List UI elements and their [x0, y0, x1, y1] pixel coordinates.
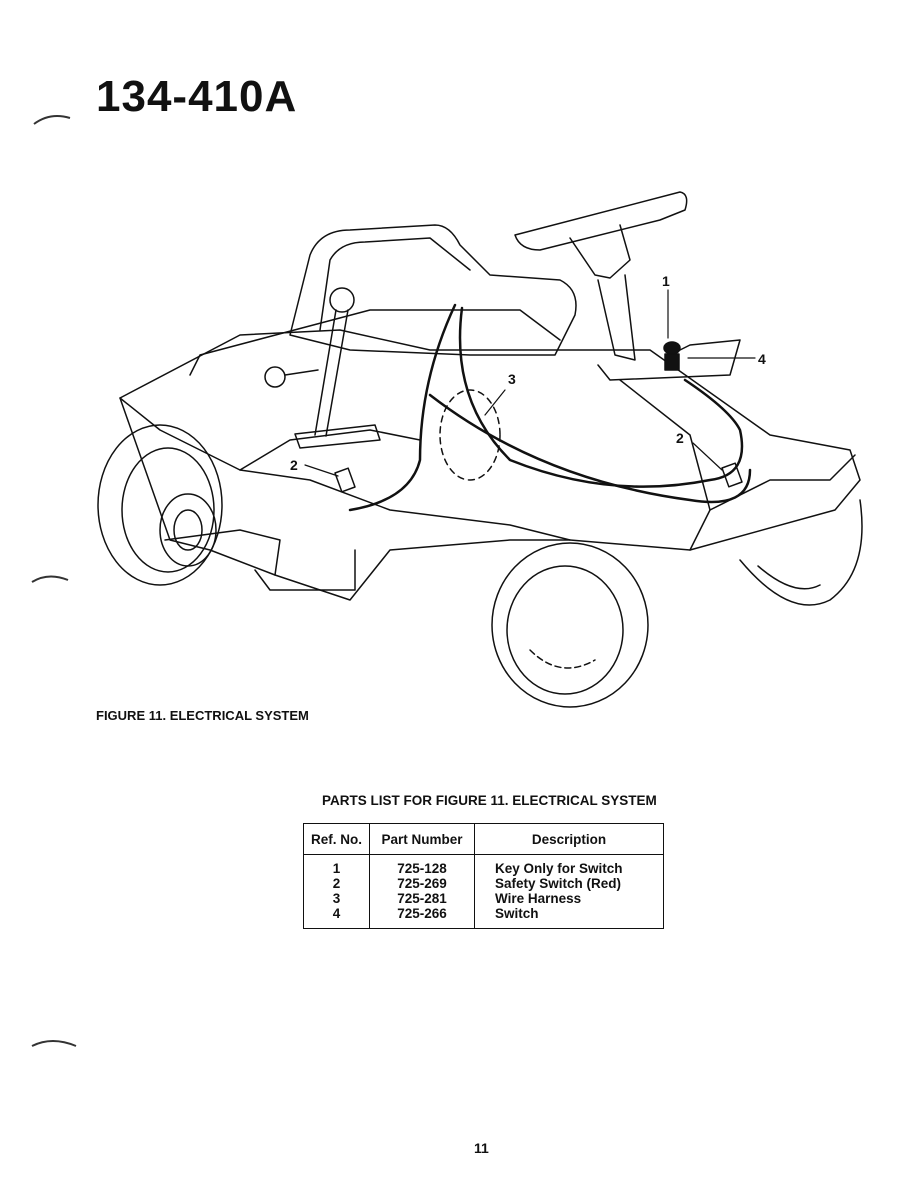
- part-number-cell: 725-266: [369, 906, 475, 929]
- rear-left-wheel: [97, 424, 223, 586]
- column-header-description: Description: [474, 823, 664, 855]
- harness-cutaway: [439, 389, 501, 481]
- description-cell: Key Only for Switch: [474, 854, 664, 876]
- binder-mark-middle: [31, 575, 69, 583]
- ref-cell: 3: [303, 891, 370, 906]
- wire-harness: [348, 303, 752, 512]
- rear-right-wheel: [739, 499, 863, 606]
- description-cell: Wire Harness: [474, 891, 664, 906]
- description-cell: Safety Switch (Red): [474, 876, 664, 891]
- steering: [514, 191, 741, 381]
- part-number-cell: 725-281: [369, 891, 475, 906]
- page-number: 11: [474, 1140, 489, 1156]
- ref-cell: 2: [303, 876, 370, 891]
- parts-table: Ref. No. Part Number Description 1 725-1…: [303, 823, 664, 929]
- parts-list-title: PARTS LIST FOR FIGURE 11. ELECTRICAL SYS…: [322, 793, 657, 808]
- parts-table-header: Ref. No. Part Number Description: [303, 823, 664, 855]
- electrical-system-diagram: 1 2 2 3 4: [97, 191, 863, 708]
- callout-1-label: 1: [662, 273, 670, 289]
- description-cell: Switch: [474, 906, 664, 929]
- safety-switch-right: [721, 462, 743, 488]
- binder-mark-bottom: [31, 1040, 77, 1047]
- callout-3-label: 3: [508, 371, 516, 387]
- callout-2-left-label: 2: [290, 457, 298, 473]
- model-number: 134-410A: [96, 72, 298, 121]
- part-number-cell: 725-269: [369, 876, 475, 891]
- safety-switch-left: [334, 467, 356, 493]
- ref-cell: 4: [303, 906, 370, 929]
- column-header-part-number: Part Number: [369, 823, 475, 855]
- deck-body: [119, 309, 861, 601]
- column-header-ref: Ref. No.: [303, 823, 370, 855]
- ref-cell: 1: [303, 854, 370, 876]
- table-row: 3 725-281 Wire Harness: [303, 891, 664, 906]
- binder-mark-top: [33, 115, 71, 125]
- callout-2-right-label: 2: [676, 430, 684, 446]
- part-number-cell: 725-128: [369, 854, 475, 876]
- table-row: 4 725-266 Switch: [303, 906, 664, 929]
- callout-leaders: [304, 289, 756, 477]
- front-right-wheel: [491, 542, 649, 708]
- ignition-switch: [663, 341, 681, 371]
- seat: [289, 224, 577, 356]
- figure-caption: FIGURE 11. ELECTRICAL SYSTEM: [96, 708, 309, 723]
- shift-lever: [264, 287, 355, 437]
- table-row: 2 725-269 Safety Switch (Red): [303, 876, 664, 891]
- table-row: 1 725-128 Key Only for Switch: [303, 854, 664, 876]
- callout-4-label: 4: [758, 351, 766, 367]
